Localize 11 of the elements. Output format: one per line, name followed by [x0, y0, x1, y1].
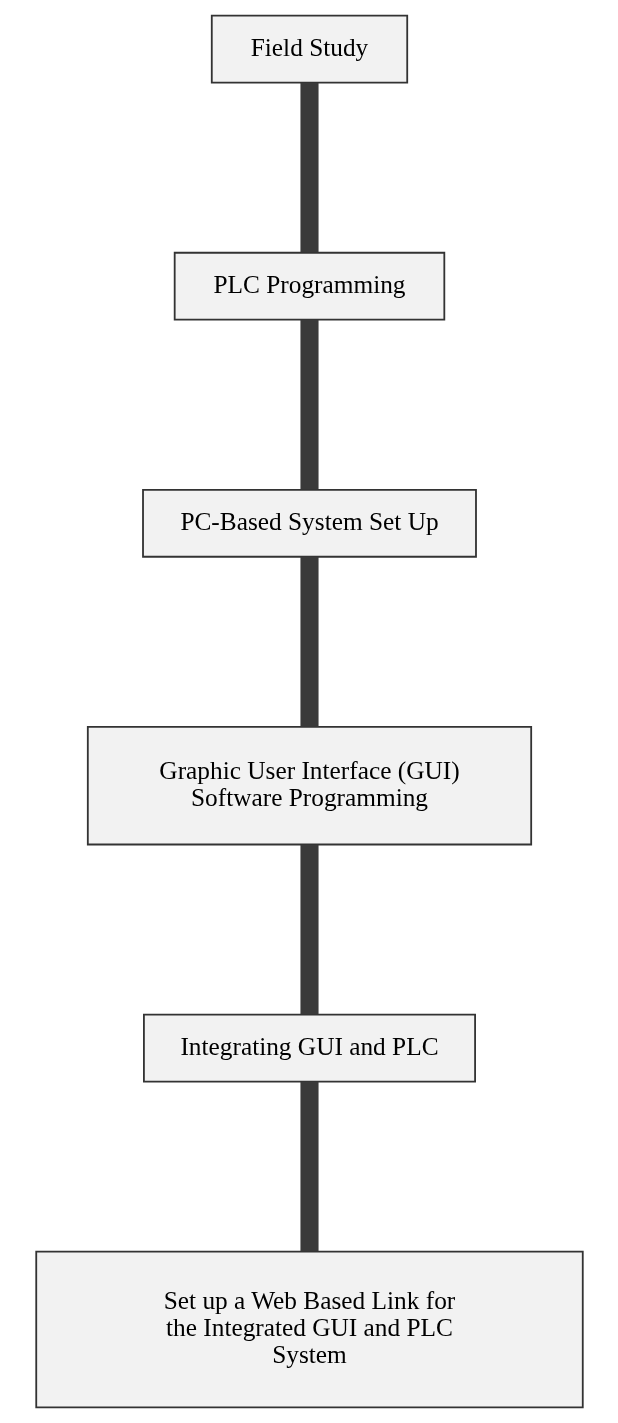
node-box: Set up a Web Based Link for the Integrated GUI and PLC System: [34, 1250, 584, 1409]
connector: [299, 844, 319, 1015]
node-box: Graphic User Interface (GUI) Software Programming: [86, 725, 532, 846]
connector: [299, 320, 319, 490]
connector: [299, 82, 319, 253]
connector: [299, 1081, 319, 1252]
node-box: PLC Programming: [173, 251, 445, 321]
node-box: Integrating GUI and PLC: [142, 1013, 476, 1083]
node-box: Field Study: [210, 14, 408, 84]
connector: [299, 556, 319, 727]
node-box: PC-Based System Set Up: [141, 488, 477, 558]
